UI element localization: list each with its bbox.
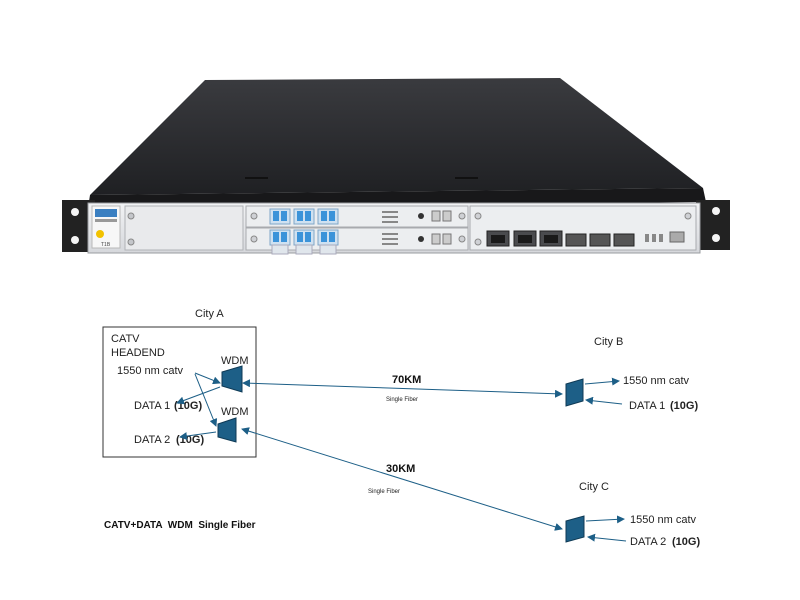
fiber-link-a-b (242, 379, 563, 398)
rack-device-photo: T1B (62, 78, 730, 255)
city-a-catv-label: 1550 nm catv (117, 365, 184, 377)
brand-tag: T1B (101, 242, 111, 248)
city-a-data2-label: DATA 2 (134, 434, 170, 446)
city-c-catv-label: 1550 nm catv (630, 514, 697, 526)
headend-line-1: CATV (111, 333, 140, 345)
city-a-data1-label: DATA 1 (134, 400, 170, 412)
city-c-data2-speed: (10G) (672, 536, 700, 548)
fiber-link-a-c (241, 427, 563, 531)
link-b-distance: 70KM (392, 374, 421, 386)
diagram-caption: CATV+DATA WDM Single Fiber (104, 520, 256, 531)
city-c-label: City C (579, 481, 609, 493)
link-c-distance: 30KM (386, 463, 415, 475)
city-b-data1-label: DATA 1 (629, 400, 665, 412)
city-a-wdm-2-label: WDM (221, 406, 249, 418)
rj45-ports (486, 230, 563, 247)
link-b-fiber-label: Single Fiber (386, 397, 418, 403)
warning-sticker (96, 230, 104, 238)
city-a-wdm-1-icon (221, 365, 243, 393)
link-c-fiber-label: Single Fiber (368, 489, 400, 495)
right-rack-ear (696, 200, 730, 250)
city-a-wdm-2-icon (217, 417, 237, 443)
city-a-arrows (176, 372, 221, 440)
sfp-ports (565, 233, 635, 247)
city-c-data2-label: DATA 2 (630, 536, 666, 548)
city-a-wdm-1-label: WDM (221, 355, 249, 367)
left-rack-ear (62, 200, 95, 252)
city-b-catv-label: 1550 nm catv (623, 375, 690, 387)
brand-logo (95, 209, 117, 217)
network-diagram: City A CATV HEADEND WDM 1550 nm catv DAT… (102, 308, 700, 548)
city-b-wdm-icon (565, 378, 584, 407)
city-b-label: City B (594, 336, 623, 348)
blank-slot (124, 205, 244, 251)
city-a-data1-speed: (10G) (174, 400, 202, 412)
city-a-label: City A (195, 308, 224, 320)
city-c-wdm-icon (565, 515, 585, 543)
lc-connectors-row-2 (269, 229, 339, 255)
city-b-data1-speed: (10G) (670, 400, 698, 412)
lc-connectors-row-1 (269, 208, 339, 225)
headend-line-2: HEADEND (111, 347, 165, 359)
chassis-lid (90, 78, 703, 195)
